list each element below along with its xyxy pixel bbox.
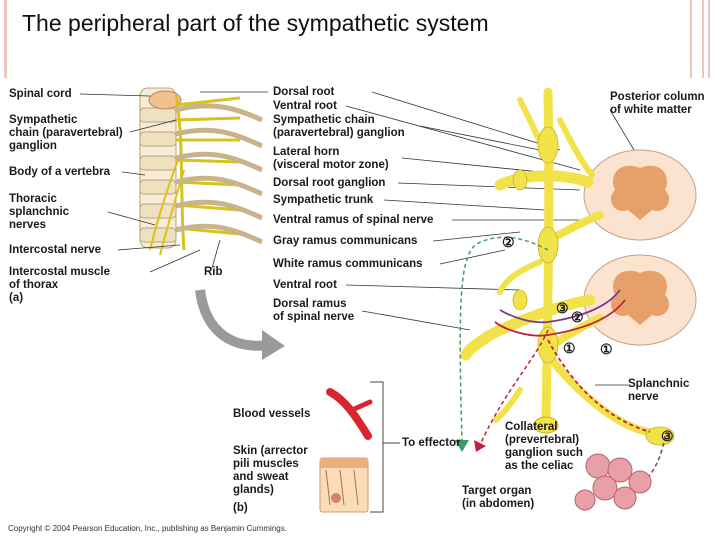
label-ventral-root-bottom: Ventral root [273, 279, 337, 291]
marker-three-low: ③ [661, 428, 674, 444]
label-thoracic-2: splanchnic [9, 206, 70, 218]
blood-vessel-art [326, 388, 373, 440]
target-organ-intestine [574, 453, 652, 511]
label-skin-2: pili muscles [233, 458, 299, 470]
label-white-ramus: White ramus communicans [273, 258, 423, 270]
marker-two-upper: ② [502, 234, 515, 250]
label-lateral-horn-1: Lateral horn [273, 146, 340, 158]
sympathetic-ganglia [512, 126, 675, 446]
label-panel-b: (b) [233, 502, 248, 514]
label-sympathetic-chain-2: chain (paravertebral) [9, 127, 123, 139]
label-blood-vessels: Blood vessels [233, 408, 311, 420]
panel-b-bracket [370, 381, 384, 513]
label-sympathetic-chain-1: Sympathetic [9, 114, 78, 126]
label-panel-a: (a) [9, 292, 24, 304]
label-collateral-3: ganglion such [505, 447, 583, 459]
collateral-ganglion [533, 416, 559, 434]
label-intercostal-muscle-2: of thorax [9, 279, 59, 291]
label-posterior-column-1: Posterior column [610, 91, 705, 103]
label-chain-ganglion-1: Sympathetic chain [273, 114, 375, 126]
label-sympathetic-trunk: Sympathetic trunk [273, 194, 374, 206]
label-dorsal-ramus-1: Dorsal ramus [273, 298, 347, 310]
label-splanchnic-1: Splanchnic [628, 378, 690, 390]
label-target-organ-1: Target organ [462, 485, 532, 497]
label-gray-ramus: Gray ramus communicans [273, 235, 418, 247]
label-thoracic-1: Thoracic [9, 193, 57, 205]
spinal-cord-section-lower [583, 254, 697, 346]
label-dorsal-root: Dorsal root [273, 86, 335, 98]
label-thoracic-3: nerves [9, 219, 47, 231]
label-splanchnic-2: nerve [628, 391, 659, 403]
label-lateral-horn-2: (visceral motor zone) [273, 159, 389, 171]
label-target-organ-2: (in abdomen) [462, 498, 535, 510]
label-skin-3: and sweat [233, 471, 289, 483]
label-rib: Rib [204, 266, 223, 278]
marker-one-left: ① [563, 340, 576, 356]
label-ventral-ramus: Ventral ramus of spinal nerve [273, 214, 434, 226]
skin-art [319, 457, 369, 513]
label-intercostal-nerve: Intercostal nerve [9, 244, 102, 256]
label-collateral-2: (prevertebral) [505, 434, 580, 446]
frame-left-border [4, 0, 7, 78]
label-posterior-column-2: of white matter [610, 104, 692, 116]
marker-one-right: ① [600, 341, 613, 357]
label-to-effector: To effector [402, 437, 461, 449]
label-body-of-vertebra: Body of a vertebra [9, 166, 110, 178]
label-collateral-4: as the celiac [505, 460, 574, 472]
frame-right-border-inner [708, 0, 714, 78]
spinal-cord-section-upper [583, 149, 697, 241]
label-chain-ganglion-2: (paravertebral) ganglion [273, 127, 405, 139]
copyright-text: Copyright © 2004 Pearson Education, Inc.… [8, 524, 287, 533]
label-sympathetic-chain-3: ganglion [9, 140, 57, 152]
frame-right-border [690, 0, 704, 78]
label-skin-1: Skin (arrector [233, 445, 308, 457]
label-skin-4: glands) [233, 484, 274, 496]
label-collateral-1: Collateral [505, 421, 558, 433]
label-intercostal-muscle-1: Intercostal muscle [9, 266, 110, 278]
ribs [175, 103, 264, 245]
marker-two-mid: ② [571, 309, 584, 325]
label-dorsal-ramus-2: of spinal nerve [273, 311, 355, 323]
marker-three-mid: ③ [556, 300, 569, 316]
preganglionic-fibers [494, 289, 651, 433]
slide-title: The peripheral part of the sympathetic s… [22, 10, 489, 36]
label-ventral-root-top: Ventral root [273, 100, 337, 112]
curved-arrow [195, 289, 271, 351]
label-spinal-cord: Spinal cord [9, 88, 72, 100]
label-dorsal-root-ganglion: Dorsal root ganglion [273, 177, 386, 189]
